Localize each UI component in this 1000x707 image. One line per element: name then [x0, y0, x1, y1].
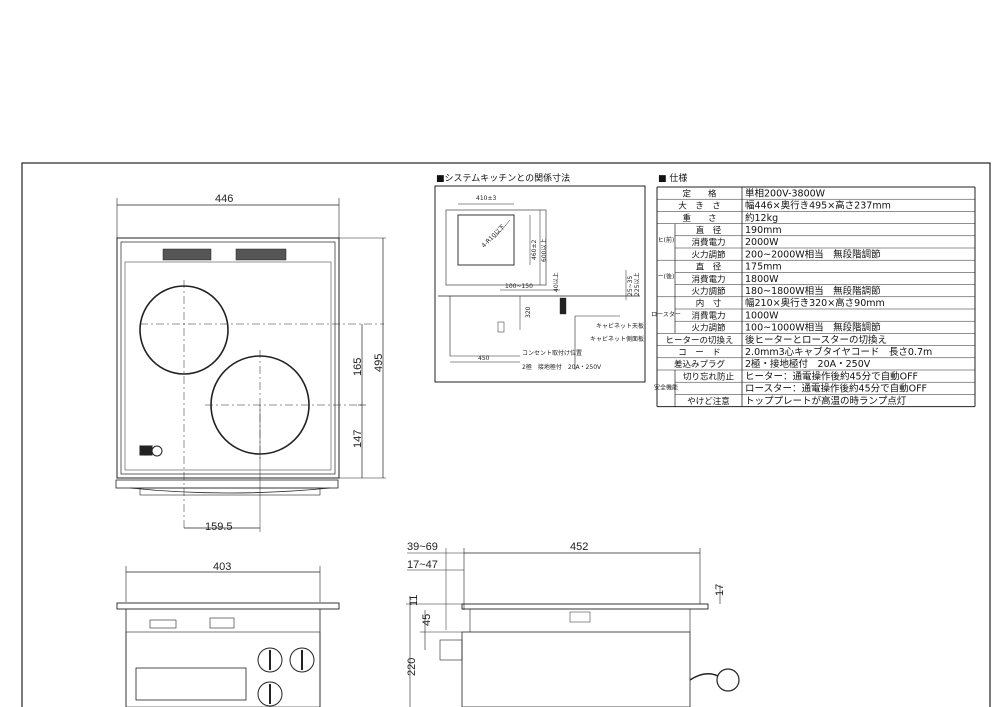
spec-label: 重 さ: [682, 213, 716, 224]
dim-11: 11: [408, 595, 420, 606]
install-outlet-spec: 2極 接地極付 20A・250V: [522, 363, 602, 371]
spec-value: ヒーター：通電操作後約45分で自動OFF: [745, 370, 918, 382]
spec-label: 差込みプラグ: [674, 359, 726, 370]
side-view: [406, 548, 740, 707]
dim-147: 147: [352, 430, 364, 448]
spec-sublabel: 内 寸: [696, 298, 722, 309]
spec-value: 1000W: [745, 310, 779, 321]
spec-group-safety: 安全機能: [654, 384, 678, 392]
spec-sublabel: 火力調節: [691, 323, 726, 334]
spec-value: 200~2000W相当 無段階調節: [745, 248, 881, 260]
spec-sublabel: 直 径: [696, 262, 722, 273]
install-cabinet-top: キャビネット天板: [596, 322, 644, 330]
dim-width-403: 403: [213, 561, 231, 573]
spec-value: 2000W: [745, 237, 779, 248]
install-cabinet-side: キャビネット側面板: [590, 335, 644, 343]
spec-value: 180~1800W相当 無段階調節: [745, 285, 881, 297]
spec-sublabel: 火力調節: [691, 249, 726, 260]
spec-group-front: ヒ(前): [658, 236, 675, 244]
spec-value: 190mm: [745, 225, 782, 236]
spec-value: トッププレートが高温の時ランプ点灯: [745, 395, 907, 407]
install-title: ■システムキッチンとの関係寸法: [436, 172, 570, 184]
spec-value: 単相200V-3800W: [745, 187, 826, 199]
spec-table: 定 格 単相200V-3800W 大 き さ 幅446×奥行き495×高さ237mm 重…: [651, 187, 932, 406]
install-100-150: 100~150: [505, 283, 533, 290]
spec-label: 定 格: [682, 188, 717, 199]
install-outlet: コンセント取付け位置: [522, 349, 582, 357]
spec-value: 175mm: [745, 262, 782, 273]
install-225: 225以上: [633, 273, 641, 296]
spec-sublabel: 消費電力: [691, 310, 725, 321]
drawing-border: [21, 162, 991, 707]
spec-sublabel: 消費電力: [691, 237, 725, 248]
dim-width-446: 446: [215, 193, 233, 205]
dim-165: 165: [352, 358, 364, 376]
spec-value: 1800W: [745, 274, 779, 285]
spec-sublabel: 切り忘れ防止: [683, 371, 735, 382]
install-450: 450: [478, 355, 490, 362]
spec-title: ■ 仕様: [658, 172, 687, 184]
dim-45: 45: [421, 614, 433, 626]
install-320: 320: [525, 306, 532, 318]
install-410: 410±3: [476, 195, 496, 202]
dim-220: 220: [406, 658, 418, 676]
dim-depth-495: 495: [373, 354, 385, 372]
spec-group-roaster: ロースター: [651, 310, 681, 318]
install-40: 40以上: [552, 272, 560, 292]
spec-sublabel: 消費電力: [691, 274, 725, 285]
spec-label: 大 き さ: [678, 201, 721, 212]
spec-value: 幅210×奥行き320×高さ90mm: [745, 297, 885, 309]
dim-39-69: 39~69: [407, 541, 438, 553]
spec-group-rear: ー(後): [658, 273, 675, 281]
spec-value: 幅446×奥行き495×高さ237mm: [745, 200, 891, 212]
dim-159-5: 159.5: [205, 521, 233, 533]
spec-label: コ ー ド: [678, 348, 721, 358]
install-diagram: [434, 185, 646, 383]
spec-sublabel: 直 径: [696, 225, 722, 236]
spec-value: 2.0mm3心キャブタイヤコード 長さ0.7m: [745, 346, 932, 358]
top-view: [115, 198, 386, 532]
spec-value: ロースター：通電操作後約45分で自動OFF: [745, 383, 927, 395]
spec-value: 100~1000W相当 無段階調節: [745, 322, 881, 334]
install-r10: 4-R10以下: [480, 223, 506, 249]
dim-452: 452: [570, 541, 588, 553]
spec-value: 2極・接地極付 20A・250V: [745, 358, 871, 370]
dim-17-47: 17~47: [407, 559, 438, 571]
dim-17: 17: [714, 584, 726, 596]
front-view: [116, 566, 340, 707]
spec-label: ヒーターの切換え: [665, 335, 733, 346]
install-25-35: 25~35: [627, 276, 634, 296]
spec-value: 約12kg: [745, 212, 778, 224]
spec-sublabel: 火力調節: [691, 286, 726, 297]
spec-table-lines: [656, 186, 976, 408]
spec-value: 後ヒーターとロースターの切換え: [745, 334, 887, 346]
install-460: 460±2: [531, 240, 538, 260]
spec-sublabel: やけど注意: [687, 396, 730, 407]
install-600: 600以上: [540, 239, 548, 262]
